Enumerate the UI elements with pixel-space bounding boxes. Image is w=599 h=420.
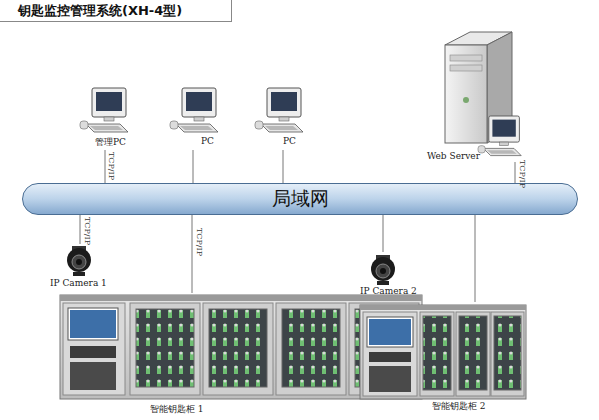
- network-link: [383, 215, 384, 252]
- lan-band: 局域网: [22, 183, 578, 215]
- link-line: [283, 150, 284, 183]
- camera-node: IP Camera 1: [48, 244, 110, 290]
- network-link: [192, 215, 193, 293]
- node-label: Web Server: [427, 151, 480, 161]
- link-line: [80, 215, 81, 244]
- server-node: Web Server: [425, 30, 530, 162]
- node-label: PC: [283, 136, 296, 146]
- title-box: 钥匙监控管理系统(XH-4型): [0, 0, 232, 22]
- link-line: [383, 215, 384, 252]
- node-label: 智能钥匙柜 1: [150, 403, 204, 416]
- network-link: [80, 215, 81, 244]
- network-link: [515, 162, 516, 183]
- node-label: 管理PC: [95, 136, 126, 149]
- key-cabinet: 智能钥匙柜 1: [58, 293, 424, 415]
- link-label: TCP/IP: [83, 217, 92, 245]
- network-link: [475, 215, 476, 302]
- key-cabinet: 智能钥匙柜 2: [358, 302, 528, 414]
- node-label: IP Camera 1: [50, 278, 107, 288]
- network-link: [193, 150, 194, 183]
- link-line: [192, 215, 193, 293]
- link-line: [515, 162, 516, 183]
- network-link: [283, 150, 284, 183]
- computer-node: PC: [252, 86, 308, 150]
- link-label: TCP/IP: [107, 152, 116, 180]
- network-link: [105, 150, 106, 183]
- node-label: 智能钥匙柜 2: [432, 400, 486, 413]
- link-line: [105, 150, 106, 183]
- camera-node: IP Camera 2: [358, 252, 414, 300]
- band-label: 局域网: [272, 186, 329, 212]
- link-line: [193, 150, 194, 183]
- node-label: IP Camera 2: [360, 286, 417, 296]
- link-line: [475, 215, 476, 302]
- link-label: TCP/IP: [195, 228, 204, 256]
- link-label: TCP/IP: [518, 160, 527, 188]
- node-label: PC: [201, 136, 214, 146]
- computer-node: 管理PC: [78, 86, 138, 150]
- computer-node: PC: [168, 86, 224, 150]
